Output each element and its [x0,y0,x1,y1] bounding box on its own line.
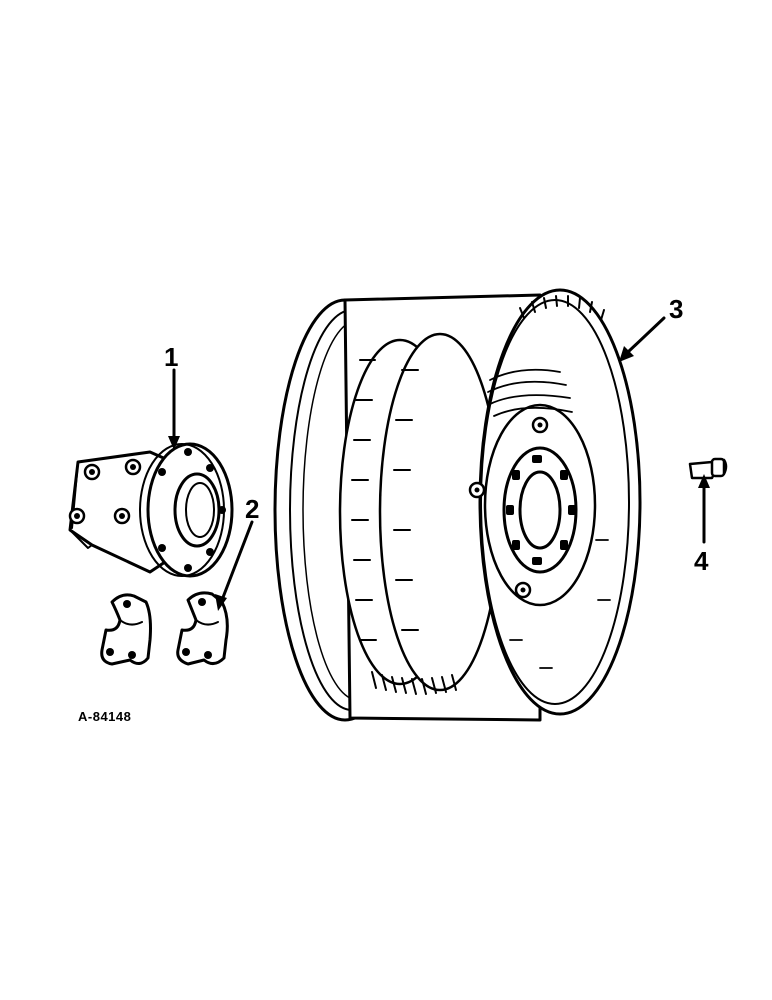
leader-lines [168,316,710,611]
callout-2: 2 [245,494,259,524]
callout-3: 3 [669,294,683,324]
callout-1: 1 [164,342,178,372]
clamp-half-icon [100,591,229,666]
wheel-hub-icon [68,442,234,578]
reference-code: A-84148 [78,709,131,724]
bolt-icon [688,457,728,480]
callout-4: 4 [694,546,709,576]
wheel-rim-icon [273,288,642,722]
